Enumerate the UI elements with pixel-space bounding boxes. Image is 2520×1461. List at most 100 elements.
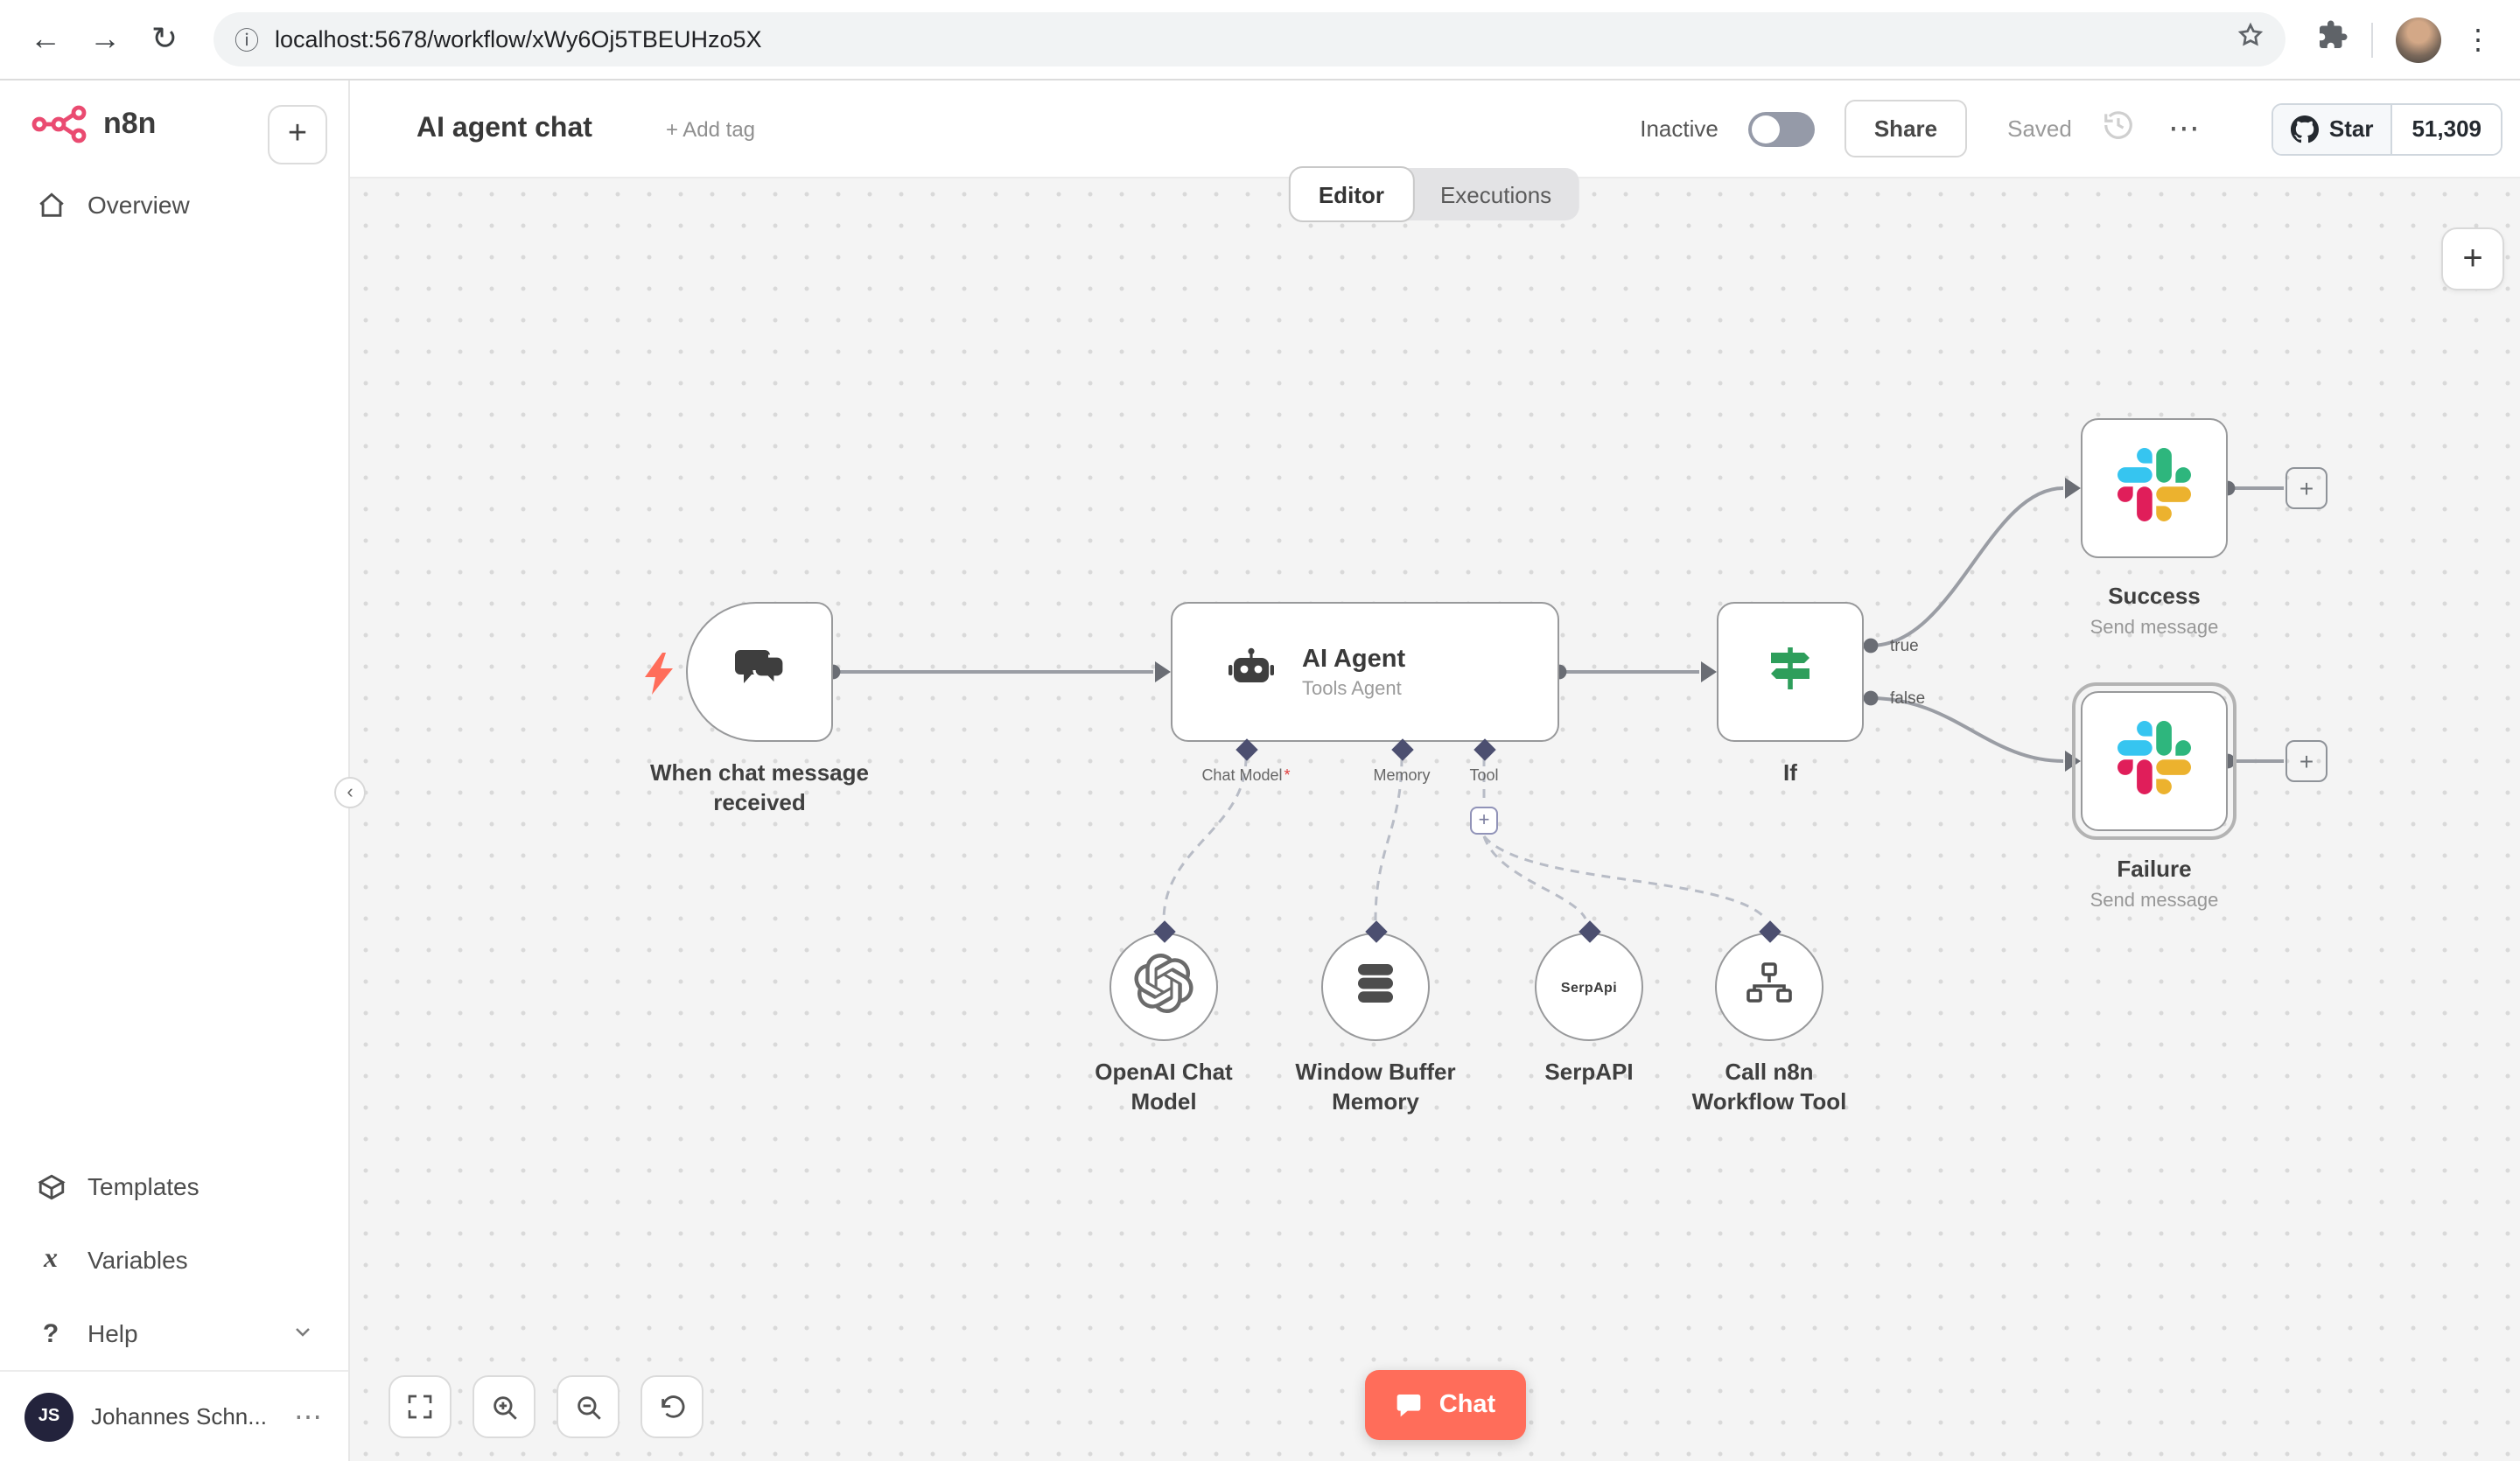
zoom-out-button[interactable] xyxy=(556,1375,620,1438)
add-node-button[interactable]: + xyxy=(2441,227,2504,290)
node-window-buffer-memory[interactable] xyxy=(1321,933,1430,1041)
chat-bubble-icon xyxy=(1397,1395,1422,1417)
if-icon xyxy=(1764,641,1816,703)
chat-trigger-icon xyxy=(733,644,786,700)
add-node-after-success-button[interactable]: + xyxy=(2286,467,2328,509)
github-star-button[interactable]: Star xyxy=(2272,104,2393,153)
forward-icon[interactable]: → xyxy=(89,21,121,56)
new-workflow-button[interactable]: + xyxy=(268,105,327,164)
github-star-widget[interactable]: Star 51,309 xyxy=(2271,102,2502,155)
logo-wordmark: n8n xyxy=(103,107,157,140)
slack-icon xyxy=(2118,447,2191,529)
node-label-serpapi: SerpAPI xyxy=(1544,1059,1634,1085)
header-actions: Inactive Share Saved ⋯ Star 51,309 xyxy=(1640,100,2502,157)
node-when-chat-message-received[interactable] xyxy=(686,602,833,742)
n8n-logo[interactable]: n8n xyxy=(32,105,156,143)
sidebar-collapse-button[interactable]: ‹ xyxy=(334,777,366,808)
sidebar-item-help[interactable]: ? Help xyxy=(0,1297,348,1370)
templates-icon xyxy=(35,1171,66,1201)
node-if[interactable] xyxy=(1717,602,1864,742)
plus-icon: + xyxy=(287,115,308,152)
github-icon xyxy=(2290,115,2319,143)
add-tool-button[interactable]: + xyxy=(1470,807,1498,835)
port-label-tool: Tool xyxy=(1469,766,1499,784)
node-call-n8n-workflow-tool[interactable] xyxy=(1715,933,1824,1041)
url-text[interactable]: localhost:5678/workflow/xWy6Oj5TBEUHzo5X xyxy=(275,26,762,52)
node-success[interactable] xyxy=(2081,418,2228,558)
address-bar[interactable]: ⓘ localhost:5678/workflow/xWy6Oj5TBEUHzo… xyxy=(214,12,2286,66)
node-label-if: If xyxy=(1783,759,1797,786)
browser-chrome: ← → ↻ ⓘ localhost:5678/workflow/xWy6Oj5T… xyxy=(0,0,2520,80)
plus-icon: + xyxy=(2299,474,2314,502)
add-tag-button[interactable]: + Add tag xyxy=(665,116,756,141)
chrome-menu-icon[interactable]: ⋮ xyxy=(2464,25,2492,55)
node-openai-chat-model[interactable] xyxy=(1110,933,1218,1041)
variables-icon: x xyxy=(44,1244,58,1274)
github-star-label: Star xyxy=(2328,115,2374,142)
chrome-actions: ⋮ xyxy=(2306,17,2502,62)
sidebar-item-label: Overview xyxy=(88,191,190,219)
output-label-false: false xyxy=(1890,689,1926,709)
add-node-after-failure-button[interactable]: + xyxy=(2286,740,2328,782)
open-chat-button[interactable]: Chat xyxy=(1365,1370,1526,1440)
view-toggle: Editor Executions xyxy=(1288,166,1580,222)
zoom-in-icon xyxy=(493,1395,516,1419)
share-button[interactable]: Share xyxy=(1844,100,1968,157)
extensions-icon[interactable] xyxy=(2317,19,2348,59)
bookmark-star-icon[interactable] xyxy=(2236,21,2264,58)
sidebar-header: n8n xyxy=(0,80,348,143)
workflow-menu-icon[interactable]: ⋯ xyxy=(2167,110,2200,145)
workflow-header: AI agent chat + Add tag Inactive Share S… xyxy=(350,80,2520,178)
tab-editor[interactable]: Editor xyxy=(1288,166,1414,222)
reload-icon[interactable]: ↻ xyxy=(150,21,178,56)
sidebar: n8n + Overview Templates x xyxy=(0,80,350,1461)
serpapi-logo-text: SerpApi xyxy=(1560,979,1618,995)
user-menu[interactable]: JS Johannes Schn... ⋯ xyxy=(0,1370,348,1461)
workflow-title[interactable]: AI agent chat xyxy=(416,113,592,143)
fit-view-icon xyxy=(408,1395,432,1419)
port-label-chat-model: Chat Model* xyxy=(1201,766,1291,784)
trigger-bolt-icon xyxy=(645,653,673,695)
main-area: AI agent chat + Add tag Inactive Share S… xyxy=(334,80,2520,1461)
sidebar-item-overview[interactable]: Overview xyxy=(0,168,348,241)
reset-zoom-button[interactable] xyxy=(640,1375,704,1438)
activation-toggle[interactable] xyxy=(1747,111,1815,146)
history-icon[interactable] xyxy=(2102,108,2135,150)
activation-label: Inactive xyxy=(1640,115,1718,142)
plus-icon: + xyxy=(2462,239,2483,277)
github-star-count[interactable]: 51,309 xyxy=(2392,104,2501,153)
database-icon xyxy=(1353,960,1398,1014)
port-label-memory: Memory xyxy=(1373,766,1431,784)
sitemap-icon xyxy=(1745,960,1794,1014)
sidebar-item-variables[interactable]: x Variables xyxy=(0,1223,348,1297)
node-failure[interactable] xyxy=(2072,682,2236,840)
plus-icon: + xyxy=(2299,747,2314,775)
sidebar-item-templates[interactable]: Templates xyxy=(0,1150,348,1223)
sidebar-item-label: Help xyxy=(88,1319,138,1347)
node-ai-agent[interactable]: AI Agent Tools Agent xyxy=(1171,602,1559,742)
profile-avatar[interactable] xyxy=(2396,17,2441,62)
sidebar-bottom: Templates x Variables ? Help JS Johannes xyxy=(0,1150,348,1461)
help-icon: ? xyxy=(42,1318,60,1348)
node-label-success: Success Send message xyxy=(2090,583,2219,639)
slack-icon xyxy=(2118,720,2191,802)
node-serpapi[interactable]: SerpApi xyxy=(1535,933,1643,1041)
output-label-true: true xyxy=(1890,637,1919,656)
zoom-in-button[interactable] xyxy=(472,1375,536,1438)
undo-icon xyxy=(661,1395,684,1417)
chat-button-label: Chat xyxy=(1438,1391,1496,1419)
zoom-to-fit-button[interactable] xyxy=(388,1375,452,1438)
chevron-down-icon xyxy=(292,1319,313,1347)
user-name: Johannes Schn... xyxy=(91,1403,267,1430)
tab-executions[interactable]: Executions xyxy=(1439,181,1552,207)
zoom-out-icon xyxy=(577,1395,600,1419)
divider xyxy=(2371,22,2373,57)
user-options-icon[interactable]: ⋯ xyxy=(294,1402,324,1432)
agent-title: AI Agent xyxy=(1302,645,1406,673)
site-info-icon[interactable]: ⓘ xyxy=(234,25,259,53)
back-icon[interactable]: ← xyxy=(30,21,61,56)
